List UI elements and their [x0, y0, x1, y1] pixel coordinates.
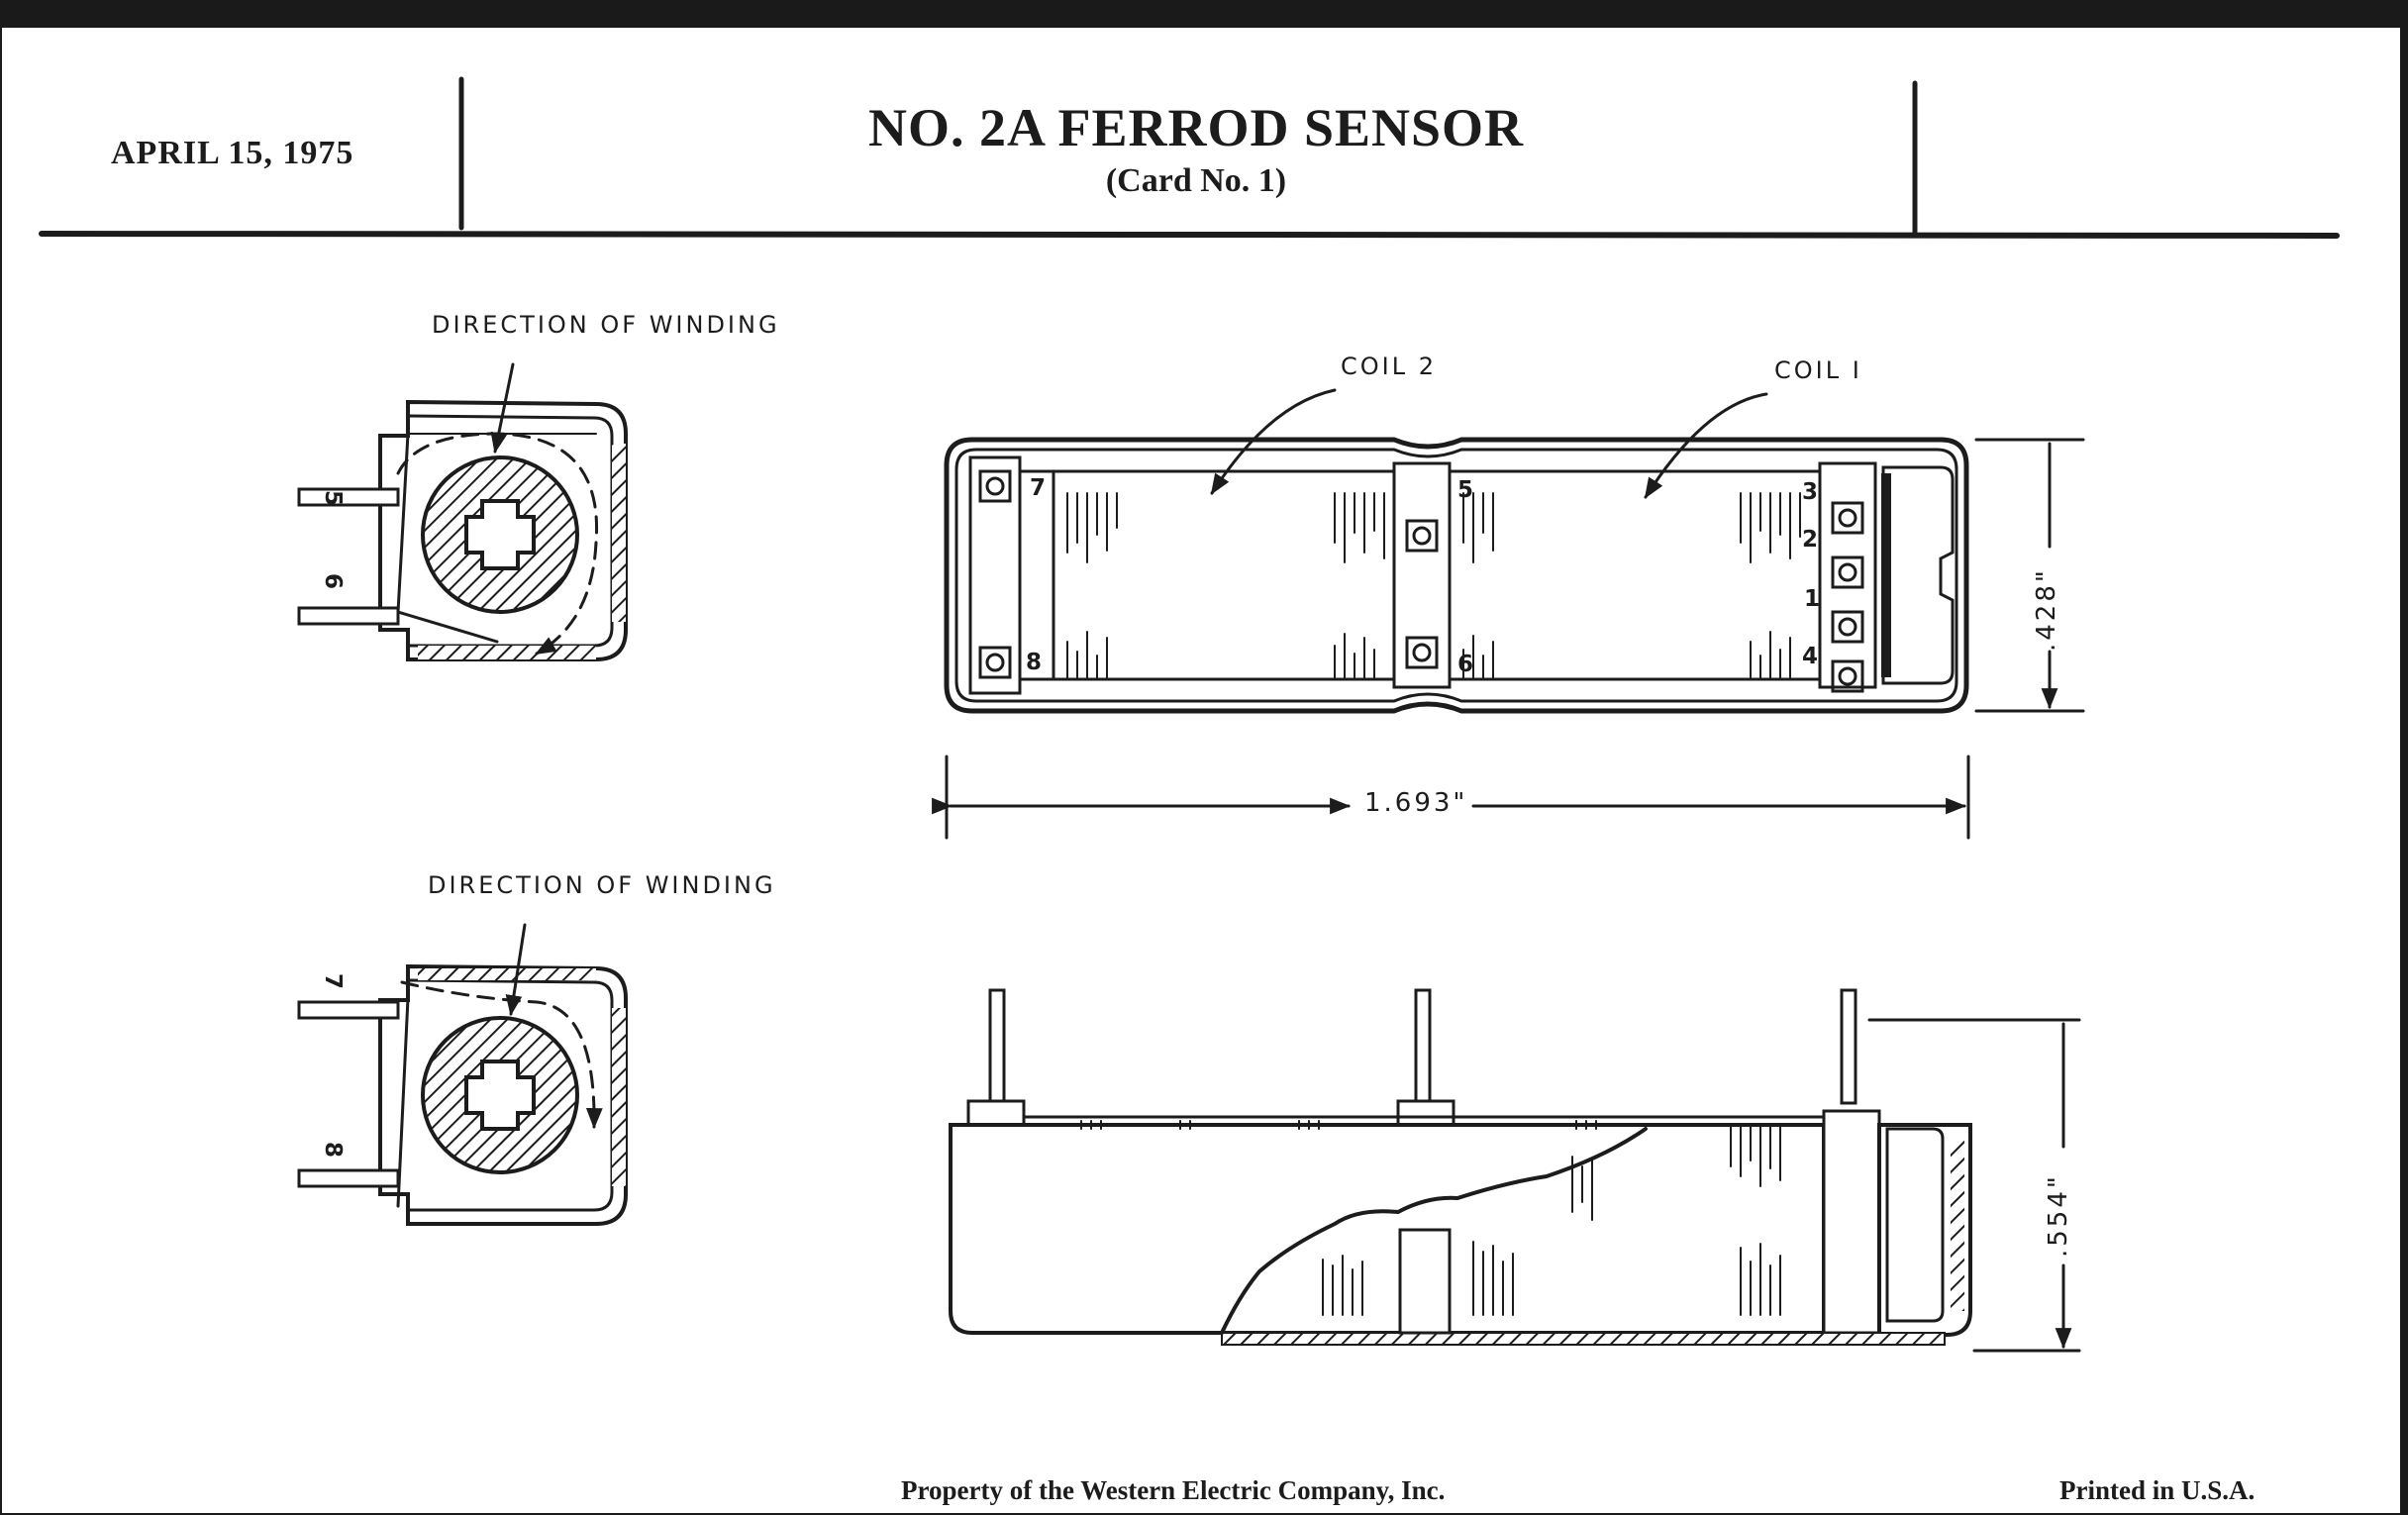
width-dimension: .428": [2032, 567, 2061, 652]
page-title: NO. 2A FERROD SENSOR: [867, 98, 1525, 157]
terminal-label-3: 3: [1802, 479, 1819, 505]
terminal-label-8-lower: 8: [320, 1141, 347, 1159]
header-rules: [39, 76, 2340, 239]
height-dimension: .554": [2044, 1173, 2073, 1258]
length-dimension: 1.693": [1364, 788, 1468, 818]
winding-direction-label-upper: DIRECTION OF WINDING: [432, 311, 780, 339]
winding-section-upper: [297, 362, 628, 661]
terminal-label-5: 5: [1457, 477, 1474, 503]
card-number: (Card No. 1): [1105, 162, 1287, 199]
terminal-label-6: 6: [1457, 652, 1474, 677]
terminal-label-4: 4: [1802, 644, 1819, 669]
side-view: [949, 988, 2081, 1353]
property-notice: Property of the Western Electric Company…: [901, 1475, 1446, 1505]
terminal-label-7: 7: [1030, 475, 1047, 501]
spec-card: APRIL 15, 1975 NO. 2A FERROD SENSOR (Car…: [2, 28, 2400, 1513]
terminal-label-5-upper: 5: [320, 489, 347, 507]
terminal-label-8: 8: [1026, 650, 1043, 675]
technical-drawing: [39, 76, 2340, 1353]
issue-date: APRIL 15, 1975: [111, 135, 354, 171]
printed-notice: Printed in U.S.A.: [2059, 1475, 2256, 1505]
terminal-label-6-upper: 6: [320, 572, 347, 590]
terminal-label-1: 1: [1804, 586, 1821, 612]
winding-section-lower: [297, 923, 628, 1226]
terminal-label-2: 2: [1802, 527, 1819, 553]
top-view: [932, 388, 2085, 840]
winding-direction-label-lower: DIRECTION OF WINDING: [428, 871, 776, 899]
coil-1-label: COIL I: [1774, 356, 1862, 384]
coil-2-label: COIL 2: [1341, 353, 1437, 380]
terminal-label-7-lower: 7: [320, 972, 347, 990]
